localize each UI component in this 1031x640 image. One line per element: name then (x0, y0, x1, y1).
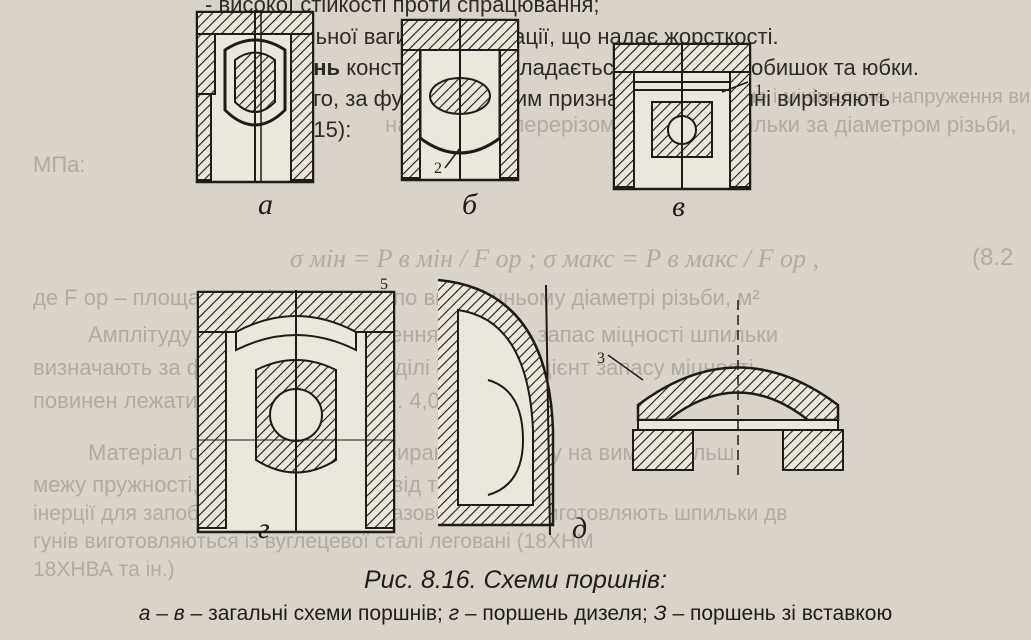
label-d: д (572, 512, 588, 545)
figure-d-insert-piston (437, 278, 844, 536)
figure-a-piston (195, 10, 315, 184)
bleed-line: (8.2 (972, 244, 1014, 271)
figure-caption-description: а – в – загальні схеми поршнів; г – порш… (0, 602, 1031, 626)
bleed-line: 18ХНВА та ін.) (33, 558, 175, 581)
caption-text: – загальні схеми поршнів; (184, 602, 449, 625)
label-2: 2 (434, 160, 442, 177)
caption-key: а – в (138, 602, 185, 625)
label-b: б (462, 188, 478, 221)
label-a: а (258, 188, 273, 221)
bleed-line: МПа: (33, 152, 86, 177)
label-3: 3 (597, 350, 605, 367)
figure-caption-title: Рис. 8.16. Схеми поршнів: (363, 566, 668, 594)
caption-text: – поршень зі вставкою (666, 602, 893, 625)
bleed-line: гунів виготовляються із вуглецевої сталі… (33, 530, 594, 553)
caption-text: – поршень дизеля; (459, 602, 654, 625)
figure-g-diesel-piston (196, 290, 396, 534)
paragraph-line: Крім того, за функціональним призначення… (240, 86, 890, 111)
label-5: 5 (380, 276, 388, 293)
bleed-line: де F ор – площа перерізу шпильки по внут… (33, 285, 760, 310)
bleed-line: Матеріал стяжних шпильок обирають з огля… (88, 440, 735, 465)
bleed-line: σ мін = P в мін / F ор ; σ макс = P в ма… (290, 244, 820, 273)
figure-b-piston (400, 18, 520, 182)
caption-key: З (653, 602, 667, 625)
caption-key: г (448, 602, 460, 625)
label-v: в (672, 190, 686, 223)
figure-v-piston (612, 42, 752, 191)
paragraph-line: Поршень конструктивно складається з голо… (240, 55, 919, 81)
label-g: г (258, 512, 270, 545)
label-1: 1 (755, 82, 763, 99)
